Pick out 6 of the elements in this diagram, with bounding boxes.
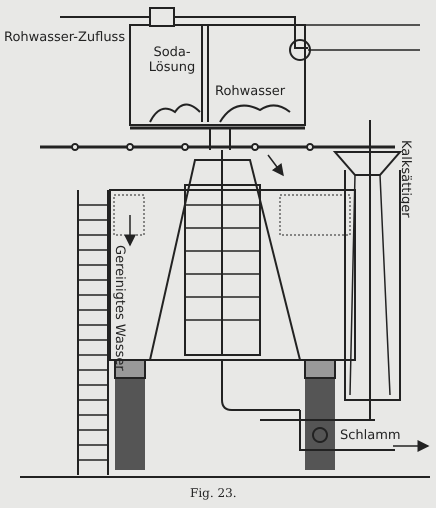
saturator-label: Kalksättiger	[398, 140, 413, 218]
inlet-label: Rohwasser	[215, 84, 286, 99]
figure-caption: Fig. 23.	[190, 486, 237, 501]
solution-label: Soda-Lösung	[148, 45, 196, 75]
inlet-label: Rohwasser-Zufluss	[4, 30, 126, 45]
outlet-label: Schlamm	[340, 428, 401, 443]
